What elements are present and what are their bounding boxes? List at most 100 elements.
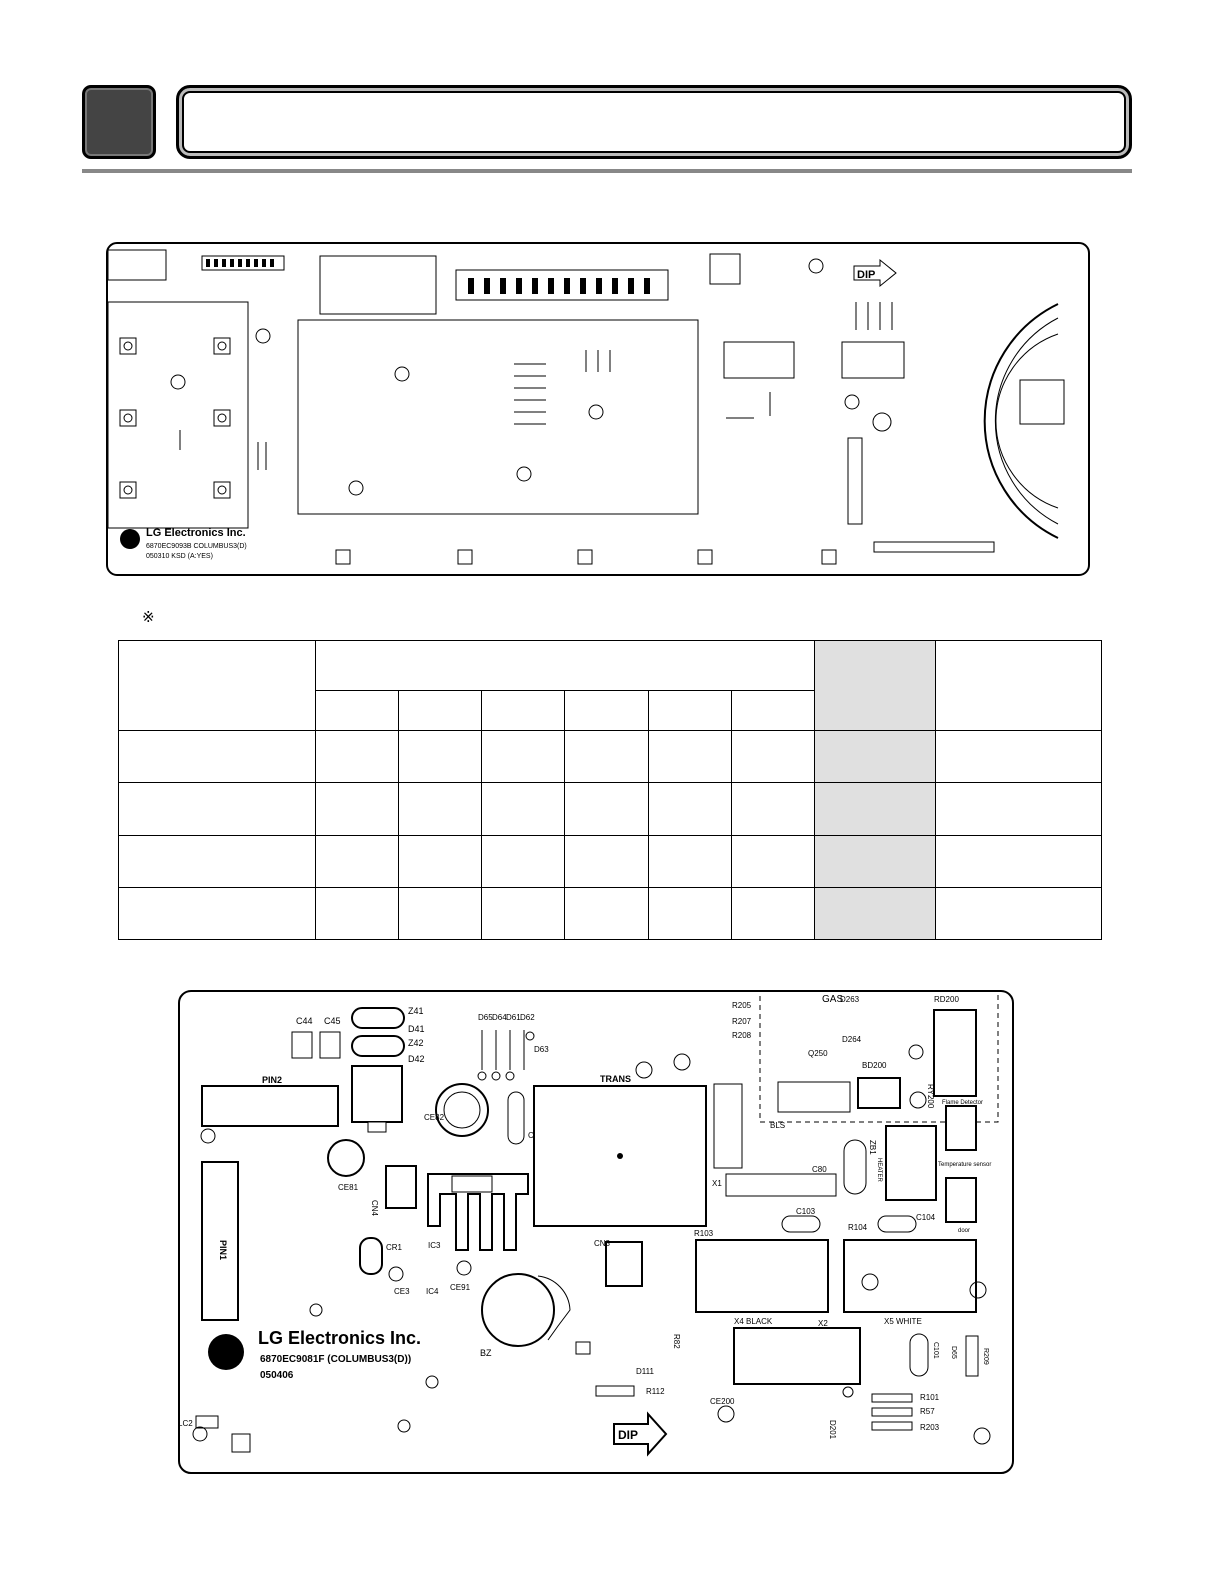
- c104-label: C104: [916, 1213, 936, 1222]
- section-title-bar: [176, 85, 1132, 159]
- d61-label: D61: [506, 1013, 521, 1022]
- ce81-label: CE81: [338, 1183, 359, 1192]
- reference-mark: ※: [142, 608, 155, 626]
- z42-label: Z42: [408, 1038, 424, 1048]
- table-header-cell: [935, 639, 1102, 732]
- ce200-label: CE200: [710, 1397, 735, 1406]
- display-pcb-diagram: LG Electronics Inc. 6870EC9093B COLUMBUS…: [106, 242, 1090, 576]
- table-cell: [481, 886, 566, 941]
- c45-label: C45: [324, 1016, 341, 1026]
- r207-label: R207: [732, 1017, 752, 1026]
- section-number-tab: [82, 85, 156, 159]
- flame-detector-label: Flame Detector: [942, 1100, 983, 1106]
- table-subheader-cell: [647, 690, 732, 732]
- pin1-label: PIN1: [218, 1240, 228, 1260]
- table-cell: [564, 782, 649, 836]
- d63-label: D63: [534, 1045, 549, 1054]
- bd200-label: BD200: [862, 1061, 887, 1070]
- cr1-label: CR1: [386, 1243, 403, 1252]
- table-header-cell: [118, 639, 316, 732]
- ce82-label: CE82: [424, 1113, 445, 1122]
- bls-label: BLS: [770, 1121, 785, 1130]
- ic3-label: IC3: [428, 1241, 441, 1250]
- table-cell: [814, 834, 936, 888]
- r208-label: R208: [732, 1031, 752, 1040]
- zb1-label: ZB1: [868, 1140, 877, 1155]
- door-label: door: [958, 1228, 970, 1234]
- table-row: [118, 834, 1102, 888]
- table-cell: [730, 782, 816, 836]
- d201-label: D201: [828, 1420, 837, 1440]
- table-header-cell: [315, 639, 815, 692]
- table-cell: [481, 834, 566, 888]
- ce3-label: CE3: [394, 1287, 410, 1296]
- heater-label: HEATER: [876, 1158, 882, 1183]
- top-board-date-line: 050310 KSD (A:YES): [146, 553, 213, 560]
- table-cell: [314, 834, 400, 888]
- ce91-label: CE91: [450, 1283, 471, 1292]
- d64-label: D64: [492, 1013, 507, 1022]
- r103-label: R103: [694, 1229, 714, 1238]
- pin2-label: PIN2: [262, 1075, 282, 1085]
- r82-label: R82: [672, 1334, 681, 1349]
- rd200-label: RD200: [934, 995, 959, 1004]
- table-cell: [647, 730, 732, 784]
- bottom-board-date-line: 050406: [260, 1370, 294, 1381]
- table-subheader-cell: [730, 690, 816, 732]
- table-cell: [118, 782, 316, 836]
- c80-label: C80: [812, 1165, 827, 1174]
- r112-label: R112: [646, 1387, 665, 1396]
- table-cell: [647, 782, 732, 836]
- table-cell: [481, 730, 566, 784]
- d42-label: D42: [408, 1054, 425, 1064]
- x1-label: X1: [712, 1179, 722, 1188]
- table-cell: [935, 834, 1102, 888]
- table-subheader-cell: [314, 690, 400, 732]
- z41-label: Z41: [408, 1006, 424, 1016]
- r57-label: R57: [920, 1407, 935, 1416]
- cn3-label: CN3: [594, 1239, 611, 1248]
- x5-label: X5 WHITE: [884, 1317, 922, 1326]
- table-cell: [730, 834, 816, 888]
- table-subheader-cell: [481, 690, 566, 732]
- table-cell: [118, 730, 316, 784]
- table-cell: [935, 886, 1102, 941]
- bz-label: BZ: [480, 1348, 492, 1358]
- r203-label: R203: [920, 1423, 940, 1432]
- table-cell: [118, 834, 316, 888]
- c103-label: C103: [796, 1207, 816, 1216]
- table-subheader-row: [119, 690, 1102, 732]
- top-dip-label: DIP: [857, 269, 875, 281]
- r104-label: R104: [848, 1223, 868, 1232]
- r101-label: R101: [920, 1393, 940, 1402]
- d264-label: D264: [842, 1035, 862, 1044]
- d62-label: D62: [520, 1013, 535, 1022]
- r209-label: R209: [982, 1348, 989, 1365]
- table-cell: [398, 730, 483, 784]
- table-row: [118, 782, 1102, 836]
- table-cell: [118, 886, 316, 941]
- bottom-dip-label: DIP: [618, 1428, 638, 1442]
- table-cell: [814, 782, 936, 836]
- table-cell: [314, 782, 400, 836]
- d65-label: D65: [950, 1346, 957, 1359]
- q250-label: Q250: [808, 1049, 828, 1058]
- gas-label: GAS: [822, 994, 843, 1005]
- top-board-maker: LG Electronics Inc.: [146, 527, 246, 539]
- d41-label: D41: [408, 1024, 425, 1034]
- cn4-label: CN4: [370, 1200, 379, 1217]
- table-row: [118, 886, 1102, 941]
- ry200-label: RY200: [926, 1084, 935, 1109]
- table-row: [118, 730, 1102, 784]
- header-rule: [82, 169, 1132, 173]
- table-cell: [564, 886, 649, 941]
- c44-label: C44: [296, 1016, 313, 1026]
- main-pcb-diagram: PIN2 PIN1 Z41 D41 Z42 D42 C44 C45 D65 D6…: [178, 990, 1014, 1474]
- table-cell: [398, 834, 483, 888]
- d263-label: D263: [840, 995, 860, 1004]
- table-cell: [564, 834, 649, 888]
- d65b-label: D65: [478, 1013, 493, 1022]
- table-cell: [935, 782, 1102, 836]
- x4-label: X4 BLACK: [734, 1317, 773, 1326]
- table-header-cell: [814, 639, 936, 732]
